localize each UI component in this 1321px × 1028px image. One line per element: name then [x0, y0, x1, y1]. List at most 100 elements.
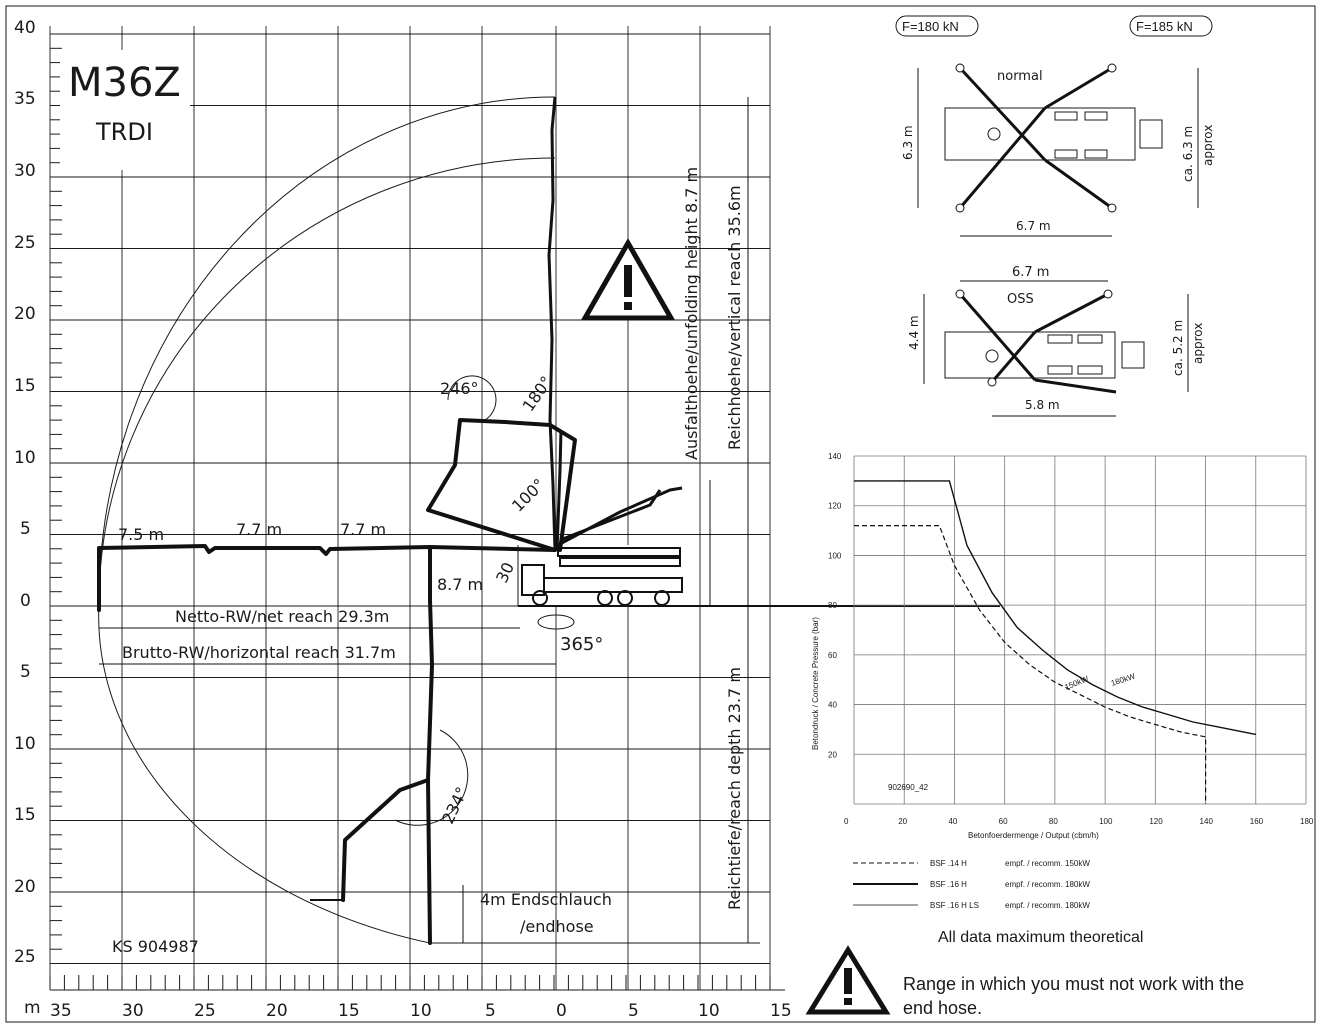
oss-outrigger-4	[1034, 378, 1117, 394]
normal-width: 6.7 m	[1016, 219, 1051, 233]
y-tick-0: 0	[20, 591, 31, 611]
boom-raised-2	[559, 489, 662, 542]
pump-y-tick-label: 60	[828, 651, 837, 660]
y-tick-neg15: 15	[14, 805, 36, 825]
oss-approx-2: approx	[1191, 323, 1205, 364]
truck-chassis	[543, 577, 683, 593]
warning-triangle-icon	[805, 945, 891, 1015]
endhose-warning: Range in which you must not work with th…	[805, 945, 1244, 1018]
boom-down	[426, 546, 434, 945]
x-tick-pos5: 5	[628, 1001, 639, 1021]
pump-x-tick-label: 140	[1200, 817, 1214, 826]
series-180kw-line	[854, 480, 1256, 736]
y-tick-neg25: 25	[14, 947, 36, 967]
normal-truck-cab	[1139, 119, 1163, 149]
oss-width: 5.8 m	[1025, 398, 1060, 412]
angle-arc-246	[447, 375, 497, 421]
legend-recommendation-1: empf. / recomm. 150kW	[1005, 859, 1090, 868]
boom-folded	[426, 418, 577, 552]
oss-outrigger-2	[990, 331, 1037, 383]
warning-text-1: Range in which you must not work with th…	[903, 974, 1244, 994]
drawing-number: KS 904987	[112, 937, 199, 956]
endhose-label-1: 4m Endschlauch	[480, 890, 612, 909]
reach-depth: Reichtiefe/reach depth 23.7 m	[725, 667, 744, 910]
force-right-badge	[1129, 15, 1213, 37]
legend-model-3: BSF .16 H LS	[930, 901, 979, 910]
x-axis-labels: m 35 30 25 20 15 10 5 0 5 10 15	[24, 998, 792, 1021]
y-tick-neg5: 5	[20, 662, 31, 682]
x-tick-15: 15	[338, 1001, 360, 1021]
pump-x-tick-label: 160	[1250, 817, 1264, 826]
oss-tank	[1077, 334, 1103, 344]
y-tick-neg20: 20	[14, 877, 36, 897]
legend-recommendation-3: empf. / recomm. 180kW	[1005, 901, 1090, 910]
normal-tank	[1054, 149, 1078, 159]
outrigger-pad	[955, 203, 965, 213]
oss-outrigger-1	[958, 293, 1037, 381]
normal-label: normal	[997, 69, 1043, 84]
reach-arc-inner	[98, 157, 556, 604]
segment-4-length: 8.7 m	[437, 575, 483, 594]
x-unit: m	[24, 998, 41, 1018]
normal-outrigger-3	[1044, 66, 1113, 110]
pump-y-tick-label: 20	[828, 750, 837, 759]
y-tick-40: 40	[14, 18, 36, 38]
normal-depth: 6.3 m	[901, 125, 915, 160]
x-tick-20: 20	[266, 1001, 288, 1021]
normal-tank	[1054, 111, 1078, 121]
angle-arc-234	[394, 729, 469, 826]
y-tick-neg10: 10	[14, 734, 36, 754]
x-tick-25: 25	[194, 1001, 216, 1021]
segment-2-length: 7.7 m	[236, 520, 282, 539]
pump-y-tick-label: 80	[828, 601, 837, 610]
normal-tank	[1084, 111, 1108, 121]
title-backdrop	[60, 50, 190, 170]
normal-outrigger-4	[1044, 158, 1113, 210]
force-left-badge	[895, 15, 979, 37]
outrigger-pad	[955, 289, 965, 299]
oss-label: OSS	[1007, 292, 1034, 307]
normal-tank	[1084, 149, 1108, 159]
x-tick-0: 0	[556, 1001, 567, 1021]
reach-arc-depth	[98, 602, 431, 944]
legend-model-2: BSF .16 H	[930, 880, 967, 889]
boom-angle-small: 30	[492, 559, 518, 585]
oss-truck-cab	[1121, 341, 1145, 369]
pump-x-tick-label: 60	[999, 817, 1008, 826]
outrigger-pad	[955, 63, 965, 73]
truck-wheel	[617, 590, 633, 606]
rotation-symbol	[537, 614, 575, 630]
pump-legend: BSF .14 H empf. / recomm. 150kW BSF .16 …	[853, 859, 1090, 910]
oss-tank	[1077, 365, 1103, 375]
truck-wheel	[532, 590, 548, 606]
legend-model-1: BSF .14 H	[930, 859, 967, 868]
oss-tank	[1047, 365, 1073, 375]
y-axis-labels: 40 35 30 25 20 15 10 5 0 5 10 15 20 25	[14, 18, 36, 967]
segment-3-length: 7.7 m	[340, 520, 386, 539]
x-tick-10: 10	[410, 1001, 432, 1021]
x-tick-pos10: 10	[698, 1001, 720, 1021]
pump-x-tick-label: 0	[844, 817, 849, 826]
y-tick-15: 15	[14, 376, 36, 396]
oss-truck-outline	[944, 331, 1116, 379]
chart-annotation: 902690_42	[888, 783, 929, 792]
endhose-label-2: /endhose	[520, 917, 594, 936]
x-tick-30: 30	[122, 1001, 144, 1021]
pump-x-tick-label: 80	[1049, 817, 1058, 826]
boom-down-folded	[341, 778, 430, 902]
pump-x-tick-label: 40	[948, 817, 957, 826]
warning-triangle-icon	[580, 237, 676, 321]
model-variant: TRDI	[95, 118, 153, 146]
net-reach: Netto-RW/net reach 29.3m	[175, 607, 389, 626]
pump-y-axis-label: Betondruck / Concrete Pressure (bar)	[811, 617, 820, 750]
folded-boom-2	[559, 557, 681, 567]
oss-depth: 4.4 m	[907, 315, 921, 350]
normal-approx-1: ca. 6.3 m	[1181, 126, 1195, 182]
legend-recommendation-2: empf. / recomm. 180kW	[1005, 880, 1090, 889]
vertical-reach: Reichhoehe/vertical reach 35.6m	[725, 185, 744, 450]
force-left: F=180 kN	[902, 19, 959, 34]
outrigger-pad	[987, 377, 997, 387]
pump-y-tick-label: 120	[828, 502, 842, 511]
